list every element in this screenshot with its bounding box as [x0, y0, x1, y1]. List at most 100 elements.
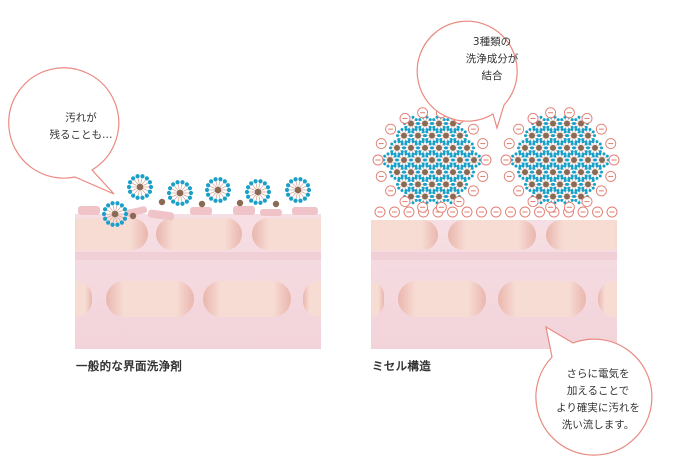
- surfactant-tail: [534, 132, 537, 134]
- surfactant-head: [421, 188, 425, 192]
- charge-marker: [581, 112, 593, 124]
- surfactant-head: [411, 188, 415, 192]
- surfactant-head: [456, 189, 460, 193]
- surfactant-tail: [532, 130, 534, 133]
- dirt-core: [401, 157, 407, 163]
- surfactant-head: [539, 179, 543, 183]
- surfactant-head: [424, 158, 427, 162]
- surfactant-tail: [455, 149, 458, 152]
- dirt-core: [436, 193, 442, 200]
- surfactant-tail: [441, 161, 444, 164]
- surfactant-tail: [541, 125, 544, 127]
- surfactant-head: [567, 179, 571, 183]
- surfactant-tail: [409, 167, 411, 170]
- micelle: [459, 164, 475, 180]
- surfactant-head: [383, 154, 387, 158]
- surfactant-head: [414, 164, 418, 168]
- surfactant-tail: [448, 186, 451, 188]
- surfactant-head: [418, 189, 422, 193]
- charge-marker: [513, 123, 525, 135]
- surfactant-tail: [567, 150, 569, 153]
- surfactant-head: [598, 150, 602, 154]
- surfactant-tail: [532, 179, 534, 182]
- surfactant-head: [477, 162, 481, 166]
- surfactant-tail: [586, 138, 588, 141]
- surfactant-tail: [565, 175, 567, 178]
- surfactant-head: [432, 118, 436, 122]
- surfactant-tail: [215, 193, 218, 199]
- surfactant-tail: [541, 181, 544, 183]
- surfactant-head: [600, 170, 603, 174]
- surfactant-tail: [597, 168, 600, 171]
- surfactant-head: [577, 162, 581, 166]
- surfactant-tail: [432, 130, 434, 133]
- surfactant-head: [521, 152, 525, 156]
- surfactant-head: [467, 176, 471, 180]
- surfactant-tail: [212, 192, 216, 198]
- surfactant-tail: [409, 175, 411, 178]
- surfactant-head: [539, 188, 543, 192]
- surfactant-head: [574, 152, 578, 156]
- surfactant-head: [577, 201, 581, 205]
- surfactant-head: [446, 152, 450, 156]
- surfactant-head: [556, 198, 560, 202]
- surfactant-head: [438, 134, 441, 138]
- surfactant-head: [428, 191, 432, 195]
- surfactant-head: [521, 140, 525, 144]
- surfactant-tail: [539, 150, 541, 153]
- surfactant-head: [560, 166, 564, 170]
- surfactant-tail: [555, 149, 558, 152]
- surfactant-head: [418, 191, 422, 195]
- surfactant-tail: [177, 184, 180, 190]
- surfactant-tail: [553, 175, 555, 178]
- micelle: [517, 164, 533, 180]
- surfactant-tail: [451, 199, 453, 202]
- surfactant-head: [595, 164, 599, 168]
- surfactant-head: [577, 188, 581, 192]
- surfactant-tail: [576, 144, 579, 147]
- surfactant-head: [407, 176, 411, 180]
- surfactant-tail: [588, 138, 590, 141]
- surfactant-head: [588, 164, 592, 168]
- surfactant-tail: [448, 156, 451, 159]
- surfactant-head: [517, 170, 520, 174]
- surfactant-tail: [560, 187, 562, 190]
- surfactant-head: [397, 137, 401, 141]
- surfactant-tail: [300, 192, 304, 198]
- surfactant-tail: [434, 173, 437, 176]
- surfactant-tail: [455, 144, 458, 147]
- surfactant-head: [418, 174, 422, 178]
- surfactant-tail: [448, 120, 451, 122]
- surfactant-tail: [434, 156, 437, 159]
- dirt-core: [450, 193, 456, 200]
- surfactant-head: [418, 166, 422, 170]
- surfactant-tail: [462, 144, 465, 147]
- surfactant-tail: [220, 182, 224, 188]
- surfactant-head: [449, 128, 453, 132]
- surfactant-tail: [448, 144, 451, 147]
- surfactant-head: [425, 130, 429, 134]
- surfactant-head: [403, 170, 406, 174]
- surfactant-head: [102, 207, 108, 212]
- micelle: [524, 152, 540, 168]
- surfactant-tail: [555, 186, 558, 188]
- surfactant-tail: [541, 186, 544, 188]
- surfactant-tail: [474, 155, 476, 157]
- surfactant-tail: [399, 173, 402, 176]
- surfactant-head: [400, 142, 404, 146]
- surfactant-tail: [462, 156, 465, 159]
- surfactant-head: [598, 166, 602, 170]
- surfactant-tail: [451, 175, 453, 178]
- surfactant-head: [518, 166, 522, 170]
- surfactant-tail: [590, 168, 593, 171]
- surfactant-head: [383, 162, 387, 166]
- surfactant-tail: [460, 179, 462, 182]
- surfactant-tail: [541, 173, 544, 176]
- surfactant-head: [553, 162, 557, 166]
- surfactant-head: [539, 186, 543, 190]
- surfactant-tail: [444, 187, 446, 190]
- micelle: [459, 140, 475, 156]
- surfactant-tail: [402, 155, 404, 157]
- surfactant-tail: [565, 150, 567, 153]
- surfactant-head: [453, 152, 457, 156]
